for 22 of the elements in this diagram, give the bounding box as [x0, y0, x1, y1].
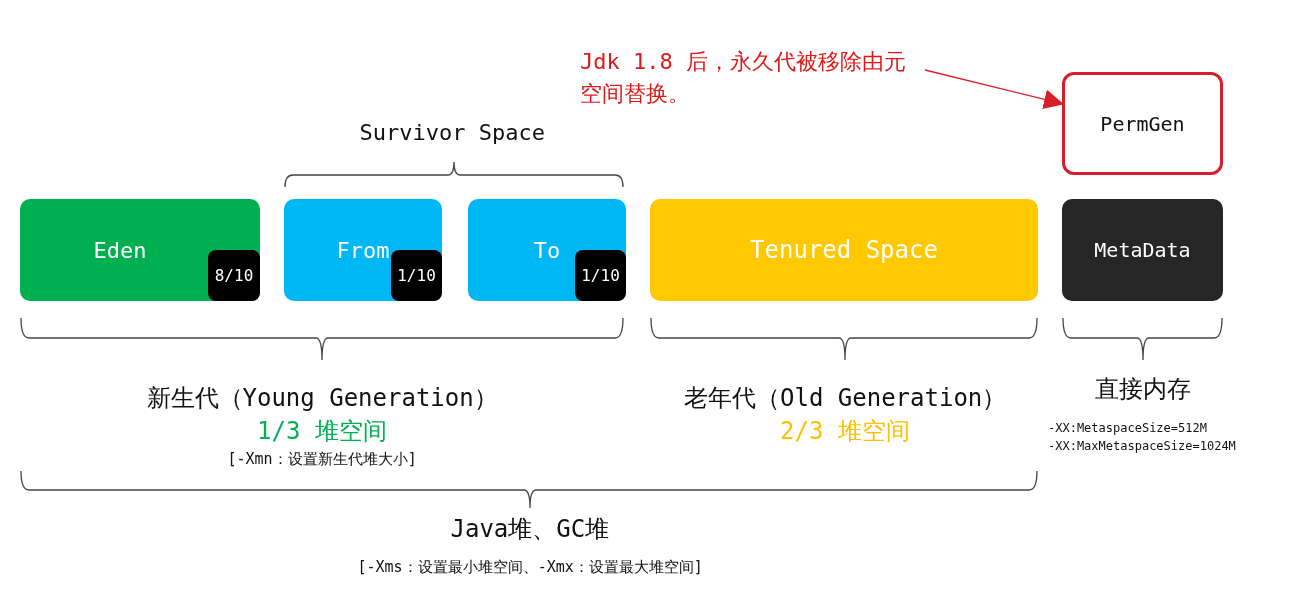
- group-label: 新生代（Young Generation）: [146, 383, 498, 414]
- memory-block: Tenured Space: [650, 199, 1038, 301]
- memory-block: Eden 8/10: [20, 199, 260, 301]
- size-label: 2/3 堆空间: [780, 416, 910, 447]
- option-note: [-Xms：设置最小堆空间、-Xmx：设置最大堆空间]: [357, 558, 703, 577]
- size-label: 1/3 堆空间: [257, 416, 387, 447]
- removed-block: PermGen: [1062, 72, 1223, 175]
- ratio-badge: 8/10: [208, 250, 260, 301]
- annotation-text: Jdk 1.8 后，永久代被移除由元空间替换。: [580, 46, 925, 116]
- option-note: -XX:MaxMetaspaceSize=1024M: [1048, 439, 1236, 453]
- ratio-badge: 1/10: [575, 250, 626, 301]
- group-label: 直接内存: [1095, 374, 1191, 405]
- memory-block: MetaData: [1062, 199, 1223, 301]
- group-label: 老年代（Old Generation）: [684, 383, 1007, 414]
- arrow: [924, 69, 1064, 110]
- group-label: Java堆、GC堆: [450, 514, 610, 545]
- ratio-badge: 1/10: [391, 250, 442, 301]
- group-label: Survivor Space: [359, 120, 545, 145]
- option-note: [-Xmn：设置新生代堆大小]: [227, 450, 417, 469]
- memory-block: To 1/10: [468, 199, 626, 301]
- option-note: -XX:MetaspaceSize=512M: [1048, 421, 1207, 435]
- memory-block: From 1/10: [284, 199, 442, 301]
